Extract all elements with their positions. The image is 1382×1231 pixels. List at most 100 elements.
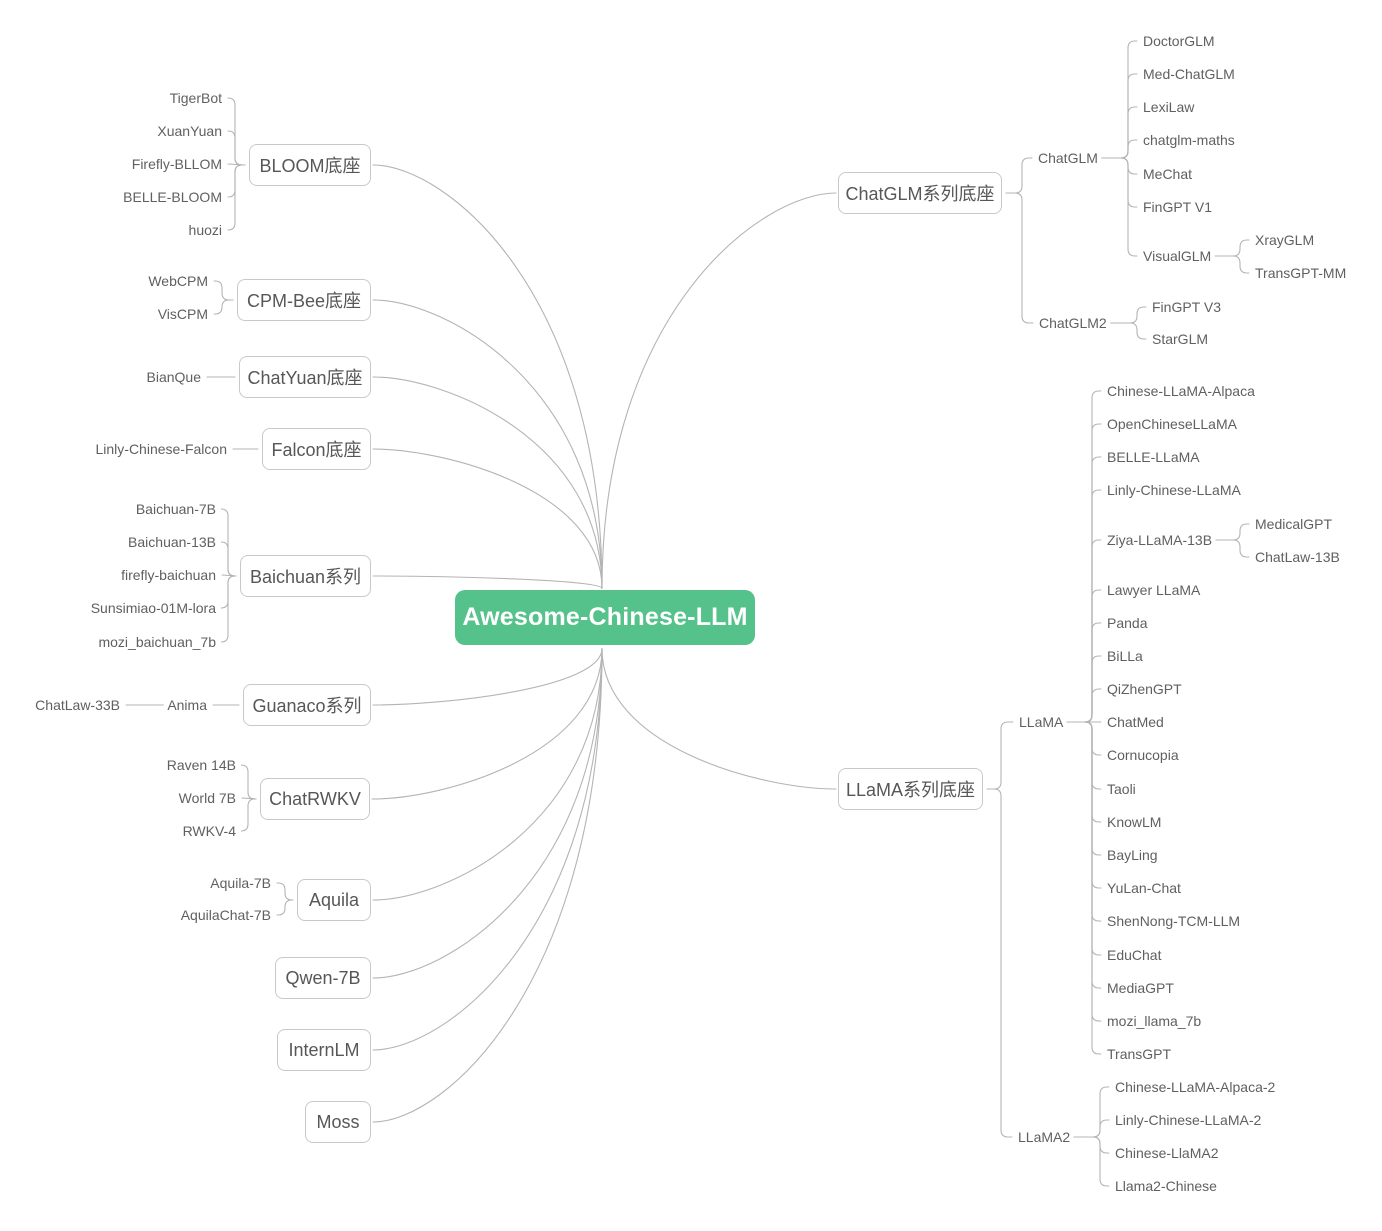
node-tigerbot[interactable]: TigerBot	[169, 90, 222, 106]
node-yulan-chat[interactable]: YuLan-Chat	[1107, 880, 1181, 896]
node-chinese-llama2[interactable]: Chinese-LlaMA2	[1115, 1145, 1219, 1161]
node-linly-chinese-llama-2[interactable]: Linly-Chinese-LLaMA-2	[1115, 1112, 1262, 1128]
node-chatyuan-base[interactable]: ChatYuan底座	[239, 356, 371, 398]
node-baichuan-series[interactable]: Baichuan系列	[240, 555, 371, 597]
node-baichuan-13b[interactable]: Baichuan-13B	[128, 534, 216, 550]
node-fingpt-v1[interactable]: FinGPT V1	[1143, 199, 1212, 215]
node-belle-llama[interactable]: BELLE-LLaMA	[1107, 449, 1200, 465]
node-chinese-llama-alpaca-2[interactable]: Chinese-LLaMA-Alpaca-2	[1115, 1079, 1276, 1095]
node-llama-series-base[interactable]: LLaMA系列底座	[838, 768, 983, 810]
node-mozi-baichuan-7b[interactable]: mozi_baichuan_7b	[98, 634, 216, 650]
node-med-chatglm[interactable]: Med-ChatGLM	[1143, 66, 1235, 82]
node-xuanyuan[interactable]: XuanYuan	[157, 123, 222, 139]
node-shennong-tcm-llm[interactable]: ShenNong-TCM-LLM	[1107, 913, 1241, 929]
connector-qizhengpt	[1066, 688, 1102, 723]
node-knowlm[interactable]: KnowLM	[1107, 814, 1162, 830]
node-chinese-llama-alpaca[interactable]: Chinese-LLaMA-Alpaca	[1107, 383, 1255, 399]
node-chatglm-maths[interactable]: chatglm-maths	[1143, 132, 1235, 148]
node-visualglm[interactable]: VisualGLM	[1143, 248, 1212, 264]
connector-belle-bloom	[227, 164, 246, 198]
connector-chatglm	[1005, 157, 1033, 194]
node-world-7b[interactable]: World 7B	[178, 790, 236, 806]
node-ziya-llama-13b[interactable]: Ziya-LLaMA-13B	[1107, 532, 1213, 548]
node-bianque[interactable]: BianQue	[146, 369, 201, 385]
connector-root-chatrwkv	[371, 647, 603, 800]
node-cpm-bee-base[interactable]: CPM-Bee底座	[237, 279, 371, 321]
connector-belle-llama	[1066, 456, 1102, 723]
node-internlm[interactable]: InternLM	[277, 1029, 371, 1071]
node-billa[interactable]: BiLLa	[1107, 648, 1143, 664]
root-node[interactable]: Awesome-Chinese-LLM	[455, 590, 755, 645]
node-mechat[interactable]: MeChat	[1143, 166, 1193, 182]
node-chatrwkv[interactable]: ChatRWKV	[260, 778, 370, 820]
node-starglm[interactable]: StarGLM	[1152, 331, 1209, 347]
node-chatglm-series-base[interactable]: ChatGLM系列底座	[838, 172, 1002, 214]
connector-llama2	[986, 788, 1013, 1138]
node-linly-chinese-falcon[interactable]: Linly-Chinese-Falcon	[95, 441, 227, 457]
node-mozi-llama-7b[interactable]: mozi_llama_7b	[1107, 1013, 1202, 1029]
node-aquila-7b[interactable]: Aquila-7B	[210, 875, 271, 891]
connector-root-qwen-7b	[372, 647, 603, 979]
node-huozi[interactable]: huozi	[188, 222, 222, 238]
connector-root-baichuan-series	[372, 575, 603, 590]
connector-llama	[986, 721, 1014, 790]
node-llama2-chinese[interactable]: Llama2-Chinese	[1115, 1178, 1217, 1194]
connector-mechat	[1101, 157, 1138, 175]
node-linly-chinese-llama[interactable]: Linly-Chinese-LLaMA	[1107, 482, 1241, 498]
connector-chinese-llama-alpaca-2	[1073, 1086, 1110, 1138]
connector-chatglm2	[1005, 192, 1034, 324]
node-lexilaw[interactable]: LexiLaw	[1143, 99, 1195, 115]
node-openchinesellama[interactable]: OpenChineseLLaMA	[1107, 416, 1237, 432]
node-firefly-baichuan[interactable]: firefly-baichuan	[121, 567, 216, 583]
node-sunsimiao-01m-lora[interactable]: Sunsimiao-01M-lora	[90, 600, 216, 616]
connector-med-chatglm	[1101, 73, 1138, 159]
node-viscpm[interactable]: VisCPM	[157, 306, 208, 322]
node-chatglm[interactable]: ChatGLM	[1038, 150, 1098, 166]
node-xrayglm[interactable]: XrayGLM	[1255, 232, 1315, 248]
node-rwkv-4[interactable]: RWKV-4	[182, 823, 236, 839]
node-guanaco-series[interactable]: Guanaco系列	[243, 684, 371, 726]
node-firefly-bllom[interactable]: Firefly-BLLOM	[131, 156, 222, 172]
node-chatlaw-33b[interactable]: ChatLaw-33B	[35, 697, 120, 713]
node-moss[interactable]: Moss	[305, 1101, 371, 1143]
node-falcon-base[interactable]: Falcon底座	[262, 428, 371, 470]
node-llama[interactable]: LLaMA	[1019, 714, 1064, 730]
node-medicalgpt[interactable]: MedicalGPT	[1255, 516, 1333, 532]
connector-transgpt-mm	[1214, 255, 1250, 274]
connector-huozi	[227, 164, 246, 231]
node-mediagpt[interactable]: MediaGPT	[1107, 980, 1174, 996]
node-panda[interactable]: Panda	[1107, 615, 1148, 631]
node-bayling[interactable]: BayLing	[1107, 847, 1158, 863]
node-bloom-base[interactable]: BLOOM底座	[249, 144, 371, 186]
node-chatmed[interactable]: ChatMed	[1107, 714, 1164, 730]
node-lawyer-llama[interactable]: Lawyer LLaMA	[1107, 582, 1201, 598]
node-raven-14b[interactable]: Raven 14B	[166, 757, 236, 773]
node-anima[interactable]: Anima	[167, 697, 207, 713]
connector-mozi-baichuan-7b	[220, 575, 237, 643]
node-chatglm2[interactable]: ChatGLM2	[1039, 315, 1107, 331]
node-fingpt-v3[interactable]: FinGPT V3	[1152, 299, 1221, 315]
node-belle-bloom[interactable]: BELLE-BLOOM	[123, 189, 222, 205]
node-cornucopia[interactable]: Cornucopia	[1107, 747, 1179, 763]
connector-chinese-llama2	[1073, 1136, 1110, 1154]
connector-mozi-llama-7b	[1066, 721, 1102, 1022]
node-baichuan-7b[interactable]: Baichuan-7B	[135, 501, 216, 517]
connector-chatlaw-13b	[1215, 539, 1250, 558]
node-aquilachat-7b[interactable]: AquilaChat-7B	[180, 907, 271, 923]
node-taoli[interactable]: Taoli	[1107, 781, 1136, 797]
connector-viscpm	[213, 299, 234, 315]
node-chatlaw-13b[interactable]: ChatLaw-13B	[1255, 549, 1340, 565]
connector-aquila-7b	[276, 882, 294, 901]
node-llama2[interactable]: LLaMA2	[1018, 1129, 1071, 1145]
node-educhat[interactable]: EduChat	[1107, 947, 1162, 963]
node-qwen-7b[interactable]: Qwen-7B	[275, 957, 371, 999]
node-qizhengpt[interactable]: QiZhenGPT	[1107, 681, 1182, 697]
connector-cornucopia	[1066, 721, 1102, 756]
node-webcpm[interactable]: WebCPM	[148, 273, 208, 289]
node-doctorglm[interactable]: DoctorGLM	[1143, 33, 1215, 49]
node-aquila[interactable]: Aquila	[297, 879, 371, 921]
node-transgpt[interactable]: TransGPT	[1107, 1046, 1172, 1062]
node-transgpt-mm[interactable]: TransGPT-MM	[1255, 265, 1347, 281]
connector-xrayglm	[1214, 239, 1250, 257]
